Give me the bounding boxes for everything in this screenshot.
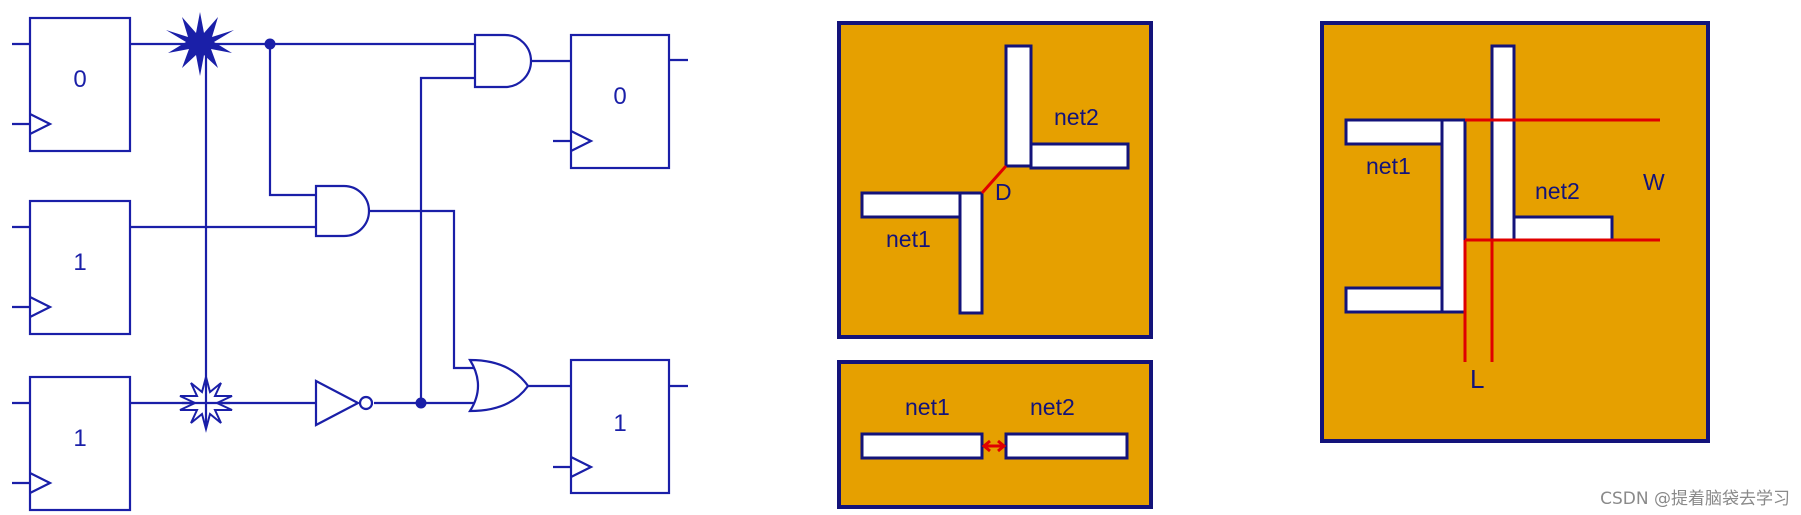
spacing-panel-top: net2 net1 D <box>837 21 1153 339</box>
net2-label: net2 <box>1054 104 1099 130</box>
net1-label: net1 <box>886 226 931 252</box>
circuit-wires <box>130 42 571 405</box>
net2-vertical-wire <box>1490 44 1516 242</box>
flipflop-3-value: 1 <box>73 425 86 452</box>
flipflop-1: 0 <box>12 16 132 153</box>
net1-vertical-wire <box>1440 118 1467 314</box>
or-gate <box>467 358 530 413</box>
net2-horizontal-wire <box>1512 215 1614 242</box>
flipflop-3: 1 <box>12 375 132 512</box>
flipflop-out-bottom-value: 1 <box>613 410 626 437</box>
length-label: L <box>1470 364 1484 394</box>
and-gate-middle <box>314 184 371 238</box>
net1-label: net1 <box>1366 153 1411 179</box>
parallel-panel: net1 net2 W L <box>1320 21 1710 443</box>
flipflop-out-top-value: 0 <box>613 83 626 110</box>
inverter-bubble <box>358 395 374 411</box>
net1-bottom-wire <box>1344 286 1444 314</box>
flipflop-out-bottom: 1 <box>553 358 688 495</box>
width-label: W <box>1643 169 1665 195</box>
flipflop-2: 1 <box>12 199 132 336</box>
net1-wire <box>860 432 984 460</box>
net1-label: net1 <box>905 394 950 420</box>
and-gate-top <box>473 33 533 89</box>
logic-circuit: 0 1 1 0 <box>12 12 688 512</box>
inverter-gate <box>314 379 361 427</box>
net2-wire <box>1004 432 1129 460</box>
net1-vertical-wire <box>958 191 984 315</box>
net2-label: net2 <box>1030 394 1075 420</box>
net2-label: net2 <box>1535 178 1580 204</box>
flipflop-1-value: 0 <box>73 66 86 93</box>
net1-top-wire <box>1344 118 1444 146</box>
net2-horizontal-wire <box>1029 142 1130 170</box>
crosstalk-burst-large-icon <box>166 12 234 76</box>
flipflop-2-value: 1 <box>73 249 86 276</box>
junction-dot <box>415 397 427 409</box>
net2-vertical-wire <box>1004 44 1033 168</box>
distance-line <box>980 165 1008 194</box>
distance-label: D <box>995 179 1012 205</box>
net1-horizontal-wire <box>860 191 962 219</box>
junction-dot <box>264 38 276 50</box>
watermark: CSDN @提着脑袋去学习 <box>1600 489 1790 509</box>
flipflop-out-top: 0 <box>553 33 688 170</box>
spacing-panel-bottom: net1 net2 <box>837 360 1153 509</box>
